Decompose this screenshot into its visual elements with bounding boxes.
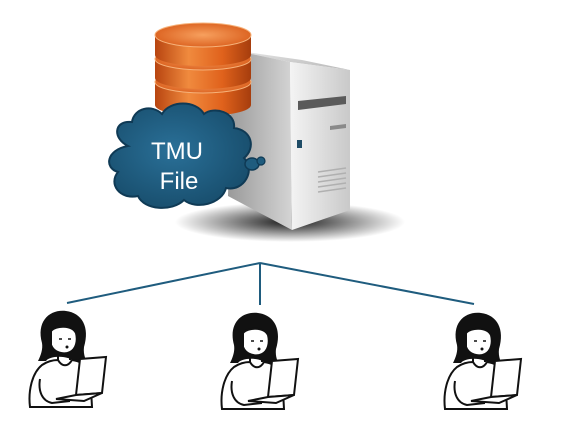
server-vents xyxy=(317,167,347,193)
user-with-laptop-icon xyxy=(443,311,522,410)
user-with-laptop-icon xyxy=(28,309,107,408)
cloud-bubble-small xyxy=(256,156,266,166)
cloud-label-line2: File xyxy=(160,168,199,195)
server-top-face xyxy=(232,50,350,70)
connector-to-left-user xyxy=(66,262,261,304)
user-with-laptop-icon xyxy=(220,311,299,410)
database-stack-icon xyxy=(154,22,252,116)
connector-lines xyxy=(66,262,475,305)
cloud-shape xyxy=(108,102,252,209)
server-power-led xyxy=(297,140,302,148)
server-drive-bay xyxy=(298,96,346,110)
cloud-label-line1: TMU xyxy=(151,138,203,165)
server-drive-slot xyxy=(330,124,346,130)
cloud-icon: TMU File xyxy=(108,102,266,209)
connector-to-right-user xyxy=(259,262,475,305)
